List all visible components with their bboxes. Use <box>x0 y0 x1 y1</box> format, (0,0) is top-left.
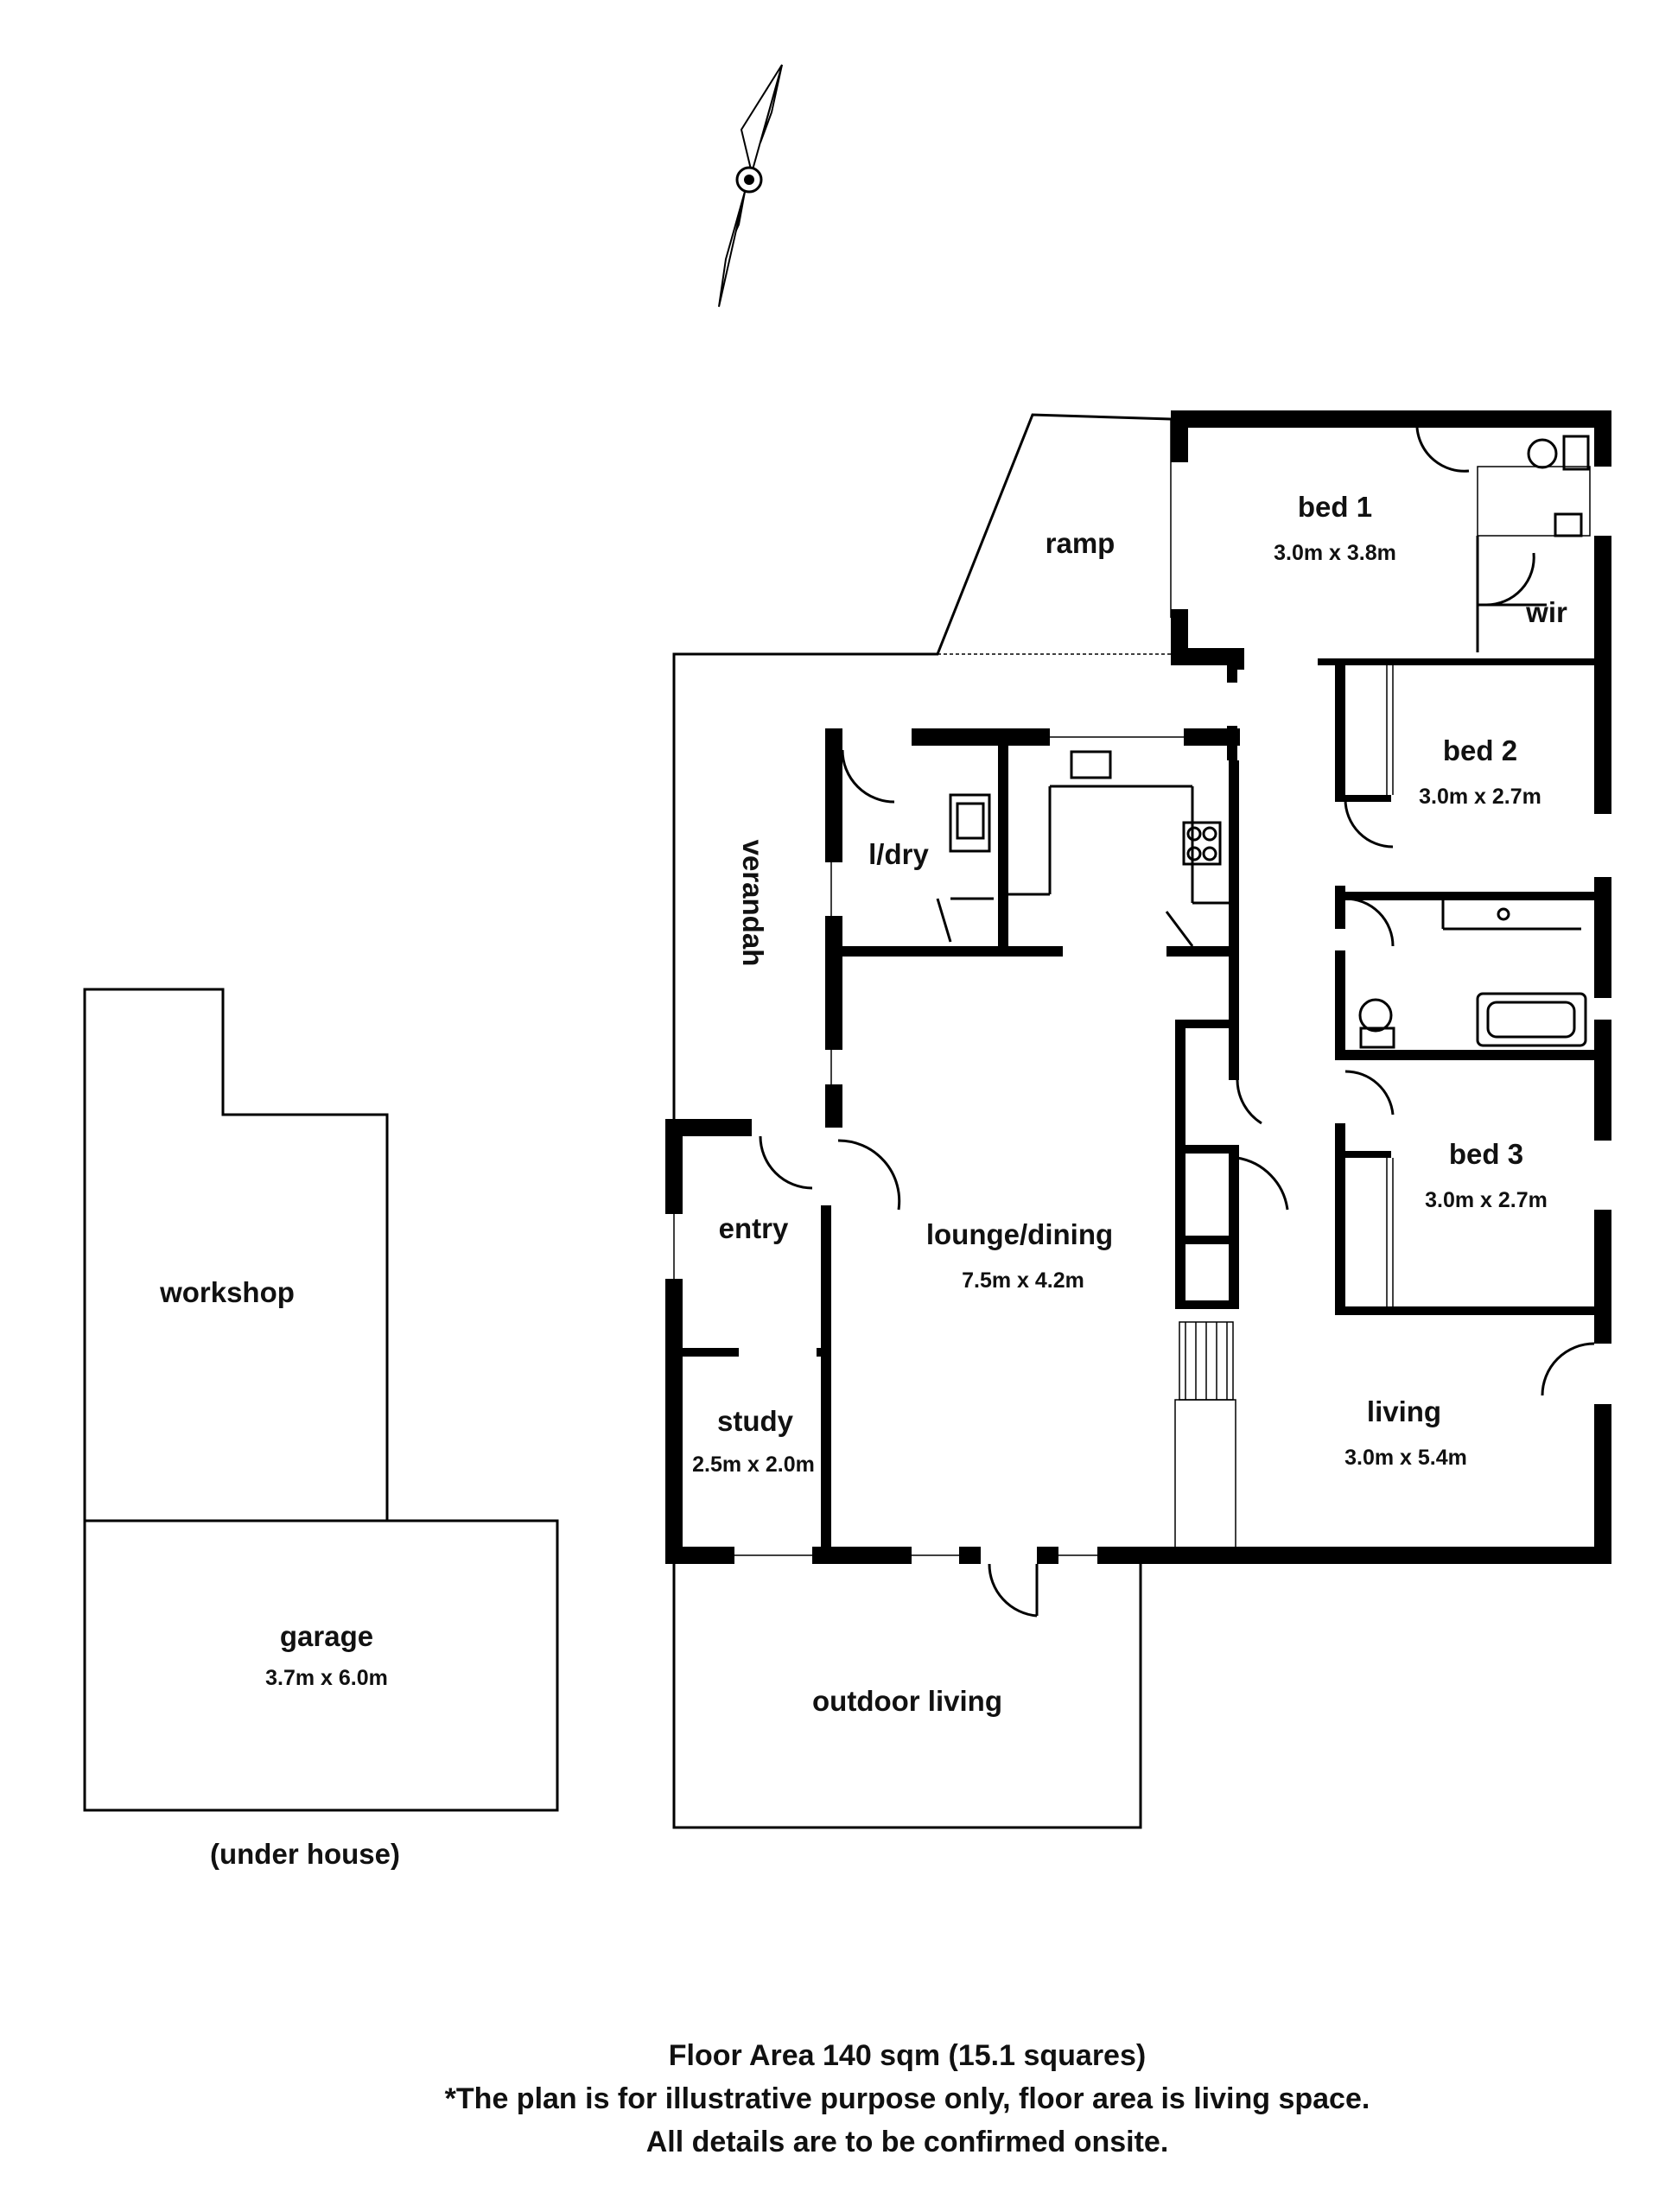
room-entry-name: entry <box>719 1212 789 1244</box>
confirm-onsite-line: All details are to be confirmed onsite. <box>646 2126 1169 2158</box>
house-walls <box>665 410 1611 1564</box>
floor-area-text: Floor Area 140 sqm (15.1 squares) <box>669 2039 1146 2072</box>
bathroom-fixtures <box>1358 435 1590 1049</box>
room-verandah-name: verandah <box>737 840 769 967</box>
room-bed2-dims: 3.0m x 2.7m <box>1419 785 1541 809</box>
room-garage-dims: 3.7m x 6.0m <box>265 1666 388 1690</box>
garage-note: (under house) <box>210 1838 400 1870</box>
room-bed2-name: bed 2 <box>1443 734 1517 766</box>
disclaimer-line: *The plan is for illustrative purpose on… <box>445 2082 1370 2115</box>
plan-footer: Floor Area 140 sqm (15.1 squares) *The p… <box>445 2039 1370 2158</box>
room-bed1-name: bed 1 <box>1298 491 1372 523</box>
room-study-name: study <box>717 1405 794 1437</box>
room-workshop-name: workshop <box>159 1276 295 1308</box>
doors <box>759 427 1595 1618</box>
room-wir-name: wir <box>1525 596 1567 628</box>
room-bed1-dims: 3.0m x 3.8m <box>1274 541 1396 565</box>
room-garage-name: garage <box>280 1620 373 1652</box>
north-arrow-icon <box>718 64 783 308</box>
room-lounge-name: lounge/dining <box>926 1218 1113 1250</box>
room-bed3-name: bed 3 <box>1449 1138 1523 1170</box>
room-study-dims: 2.5m x 2.0m <box>692 1452 815 1477</box>
room-living-dims: 3.0m x 5.4m <box>1344 1446 1467 1470</box>
room-labels: ramp bed 1 3.0m x 3.8m wir bed 2 3.0m x … <box>159 491 1567 1870</box>
room-ldry-name: l/dry <box>868 838 929 870</box>
room-bed3-dims: 3.0m x 2.7m <box>1425 1188 1548 1212</box>
thin-outlines <box>83 413 1172 1829</box>
room-ramp-name: ramp <box>1046 527 1116 559</box>
room-living-name: living <box>1367 1395 1441 1427</box>
room-outdoor-name: outdoor living <box>812 1685 1002 1717</box>
room-lounge-dims: 7.5m x 4.2m <box>962 1268 1084 1293</box>
